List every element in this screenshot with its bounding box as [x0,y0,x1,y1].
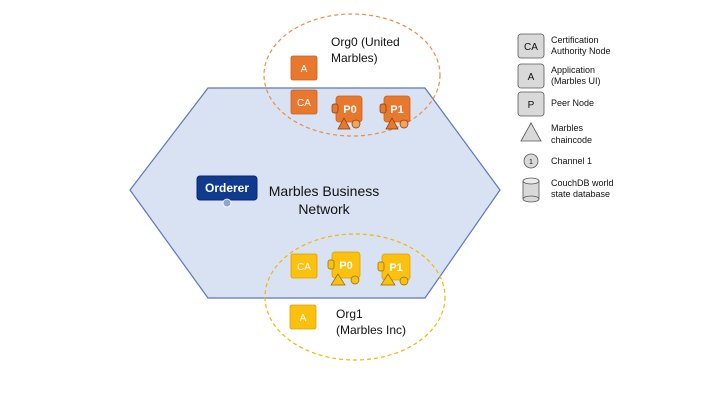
legend-app-line1: Application [551,65,595,75]
legend-item-app: A Application (Marbles UI) [517,63,601,89]
org0-peer0-label: P0 [343,104,356,116]
legend-peer-symbol: P [528,100,535,111]
org1-peer1-node[interactable]: P1 [377,253,411,286]
legend-ca-line1: Certification [551,35,599,45]
org0-peer1-db-icon [379,103,387,114]
legend-chaincode-line1: Marbles [551,123,584,133]
org1-peer1-chaincode-icon [380,273,396,286]
legend-peer-line1: Peer Node [551,98,594,108]
org1-peer0-label: P0 [339,260,352,272]
legend: CA Certification Authority Node A Applic… [517,33,614,203]
org1-peer1-channel-icon [399,276,409,286]
org1-peer0-channel-icon [350,275,360,285]
org1-ca-node[interactable]: CA [290,253,318,279]
legend-channel-line1: Channel 1 [551,156,592,166]
org1-peer0-db-icon [327,259,335,270]
org1-name-line2: (Marbles Inc) [336,323,406,337]
database-icon [522,177,540,203]
legend-channel-icon [523,153,539,169]
legend-chaincode-line2: chaincode [551,135,592,145]
org0-peer1-channel-icon [399,119,409,129]
legend-channel-symbol: 1 [529,159,533,166]
orderer-channel-icon [222,198,232,208]
legend-item-database: CouchDB world state database [522,177,614,203]
org0-peer1-label: P1 [390,104,403,116]
legend-db-line2: state database [551,189,610,199]
org0-peer1-chaincode-icon [385,117,399,130]
org1-app-label: A [300,313,307,324]
network-title-line2: Network [298,201,350,217]
legend-item-chaincode: Marbles chaincode [520,122,592,145]
legend-item-channel: 1 Channel 1 [523,153,592,169]
org1-boundary [264,233,446,361]
network-title-line1: Marbles Business [269,183,380,199]
legend-item-peer: P Peer Node [517,91,594,117]
org0-peer0-node[interactable]: P0 [331,95,363,130]
org1-app-node[interactable]: A [289,304,317,330]
org1-name-line1: Org1 [336,307,363,321]
org0-peer0-db-icon [331,103,339,114]
org1-peer0-node[interactable]: P0 [327,251,361,286]
org0-name-line2: Marbles) [331,51,378,65]
org0-ca-node[interactable]: CA [290,89,318,115]
org0-app-label: A [301,64,308,75]
org0-peer1-node[interactable]: P1 [379,95,411,130]
legend-db-line1: CouchDB world [551,178,614,188]
org1-ca-label: CA [297,262,311,273]
org0-app-node[interactable]: A [290,55,318,81]
org1-peer1-label: P1 [389,262,402,274]
legend-item-ca: CA Certification Authority Node [517,33,611,59]
org1-peer1-db-icon [377,261,385,272]
legend-app-line2: (Marbles UI) [551,76,601,86]
legend-ca-symbol: CA [524,42,538,53]
org0-peer0-channel-icon [351,119,361,129]
orderer-node[interactable]: Orderer [196,175,258,208]
org1-peer0-chaincode-icon [330,273,346,286]
legend-app-symbol: A [528,72,535,83]
orderer-label: Orderer [205,181,249,195]
org0-boundary [263,13,441,137]
org0-ca-label: CA [297,98,311,109]
org0-name-line1: Org0 (United [331,35,400,49]
legend-ca-line2: Authority Node [551,46,611,56]
org0-peer0-chaincode-icon [337,117,351,130]
legend-chaincode-icon [520,122,542,142]
